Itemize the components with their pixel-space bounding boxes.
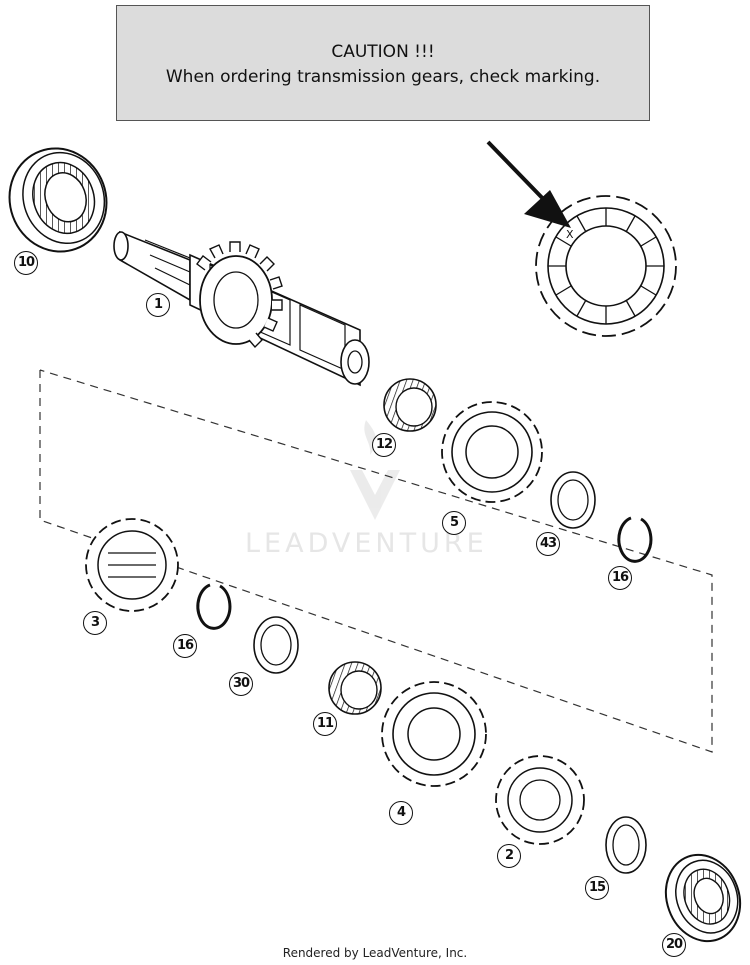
- watermark-text: LEADVENTURE: [245, 528, 488, 559]
- callout-1: 1: [146, 293, 170, 317]
- watermark-logo: [350, 420, 400, 520]
- callout-5: 5: [442, 511, 466, 535]
- assembly-boundary: [39, 369, 713, 753]
- gear-2: [495, 755, 585, 845]
- needle-bearing-12: [383, 378, 437, 432]
- gear-3: [85, 518, 179, 612]
- footer-credit: Rendered by LeadVenture, Inc.: [282, 946, 468, 960]
- callout-20: 20: [662, 933, 686, 957]
- main-shaft-1: [113, 230, 370, 387]
- inset-marked-gear: [535, 195, 677, 337]
- circlip-16-upper: [617, 516, 653, 563]
- callout-15: 15: [585, 876, 609, 900]
- marking-arrow: [486, 140, 571, 228]
- needle-bearing-11: [328, 661, 382, 715]
- callout-10: 10: [14, 251, 38, 275]
- washer-43: [550, 471, 596, 529]
- circlip-16-lower: [196, 583, 232, 630]
- bearing-10: [8, 147, 108, 253]
- washer-15: [605, 816, 647, 874]
- callout-3: 3: [83, 611, 107, 635]
- callout-12: 12: [372, 433, 396, 457]
- callout-16-lower: 16: [173, 634, 197, 658]
- washer-30: [253, 616, 299, 674]
- callout-16-upper: 16: [608, 566, 632, 590]
- callout-43: 43: [536, 532, 560, 556]
- callout-11: 11: [313, 712, 337, 736]
- bearing-20: [664, 853, 742, 943]
- gear-marking-x: X: [566, 228, 574, 241]
- callout-4: 4: [389, 801, 413, 825]
- gear-4: [381, 681, 487, 787]
- caution-title: CAUTION !!!: [331, 42, 435, 62]
- caution-text: When ordering transmission gears, check …: [165, 67, 601, 87]
- caution-box: CAUTION !!! When ordering transmission g…: [116, 5, 650, 121]
- gear-5: [441, 401, 543, 503]
- callout-30: 30: [229, 672, 253, 696]
- callout-2: 2: [497, 844, 521, 868]
